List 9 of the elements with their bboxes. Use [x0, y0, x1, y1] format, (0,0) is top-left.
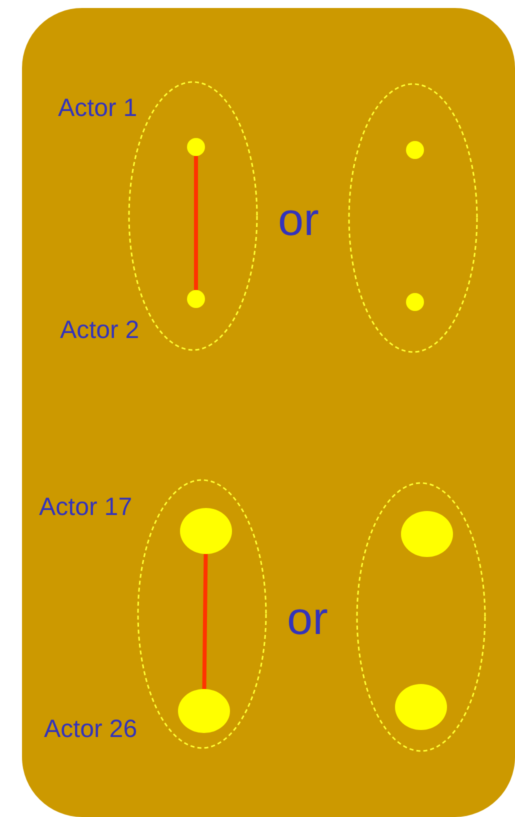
actor-label: Actor 1: [58, 96, 138, 121]
or-text: or: [287, 595, 328, 641]
connector-line: [194, 156, 198, 290]
actor-label: Actor 2: [60, 318, 140, 343]
panel-background: [22, 8, 515, 817]
actor-label: Actor 26: [44, 717, 138, 742]
connector-line: [202, 554, 208, 690]
actor-label: Actor 17: [39, 495, 132, 520]
or-text: or: [278, 196, 319, 242]
